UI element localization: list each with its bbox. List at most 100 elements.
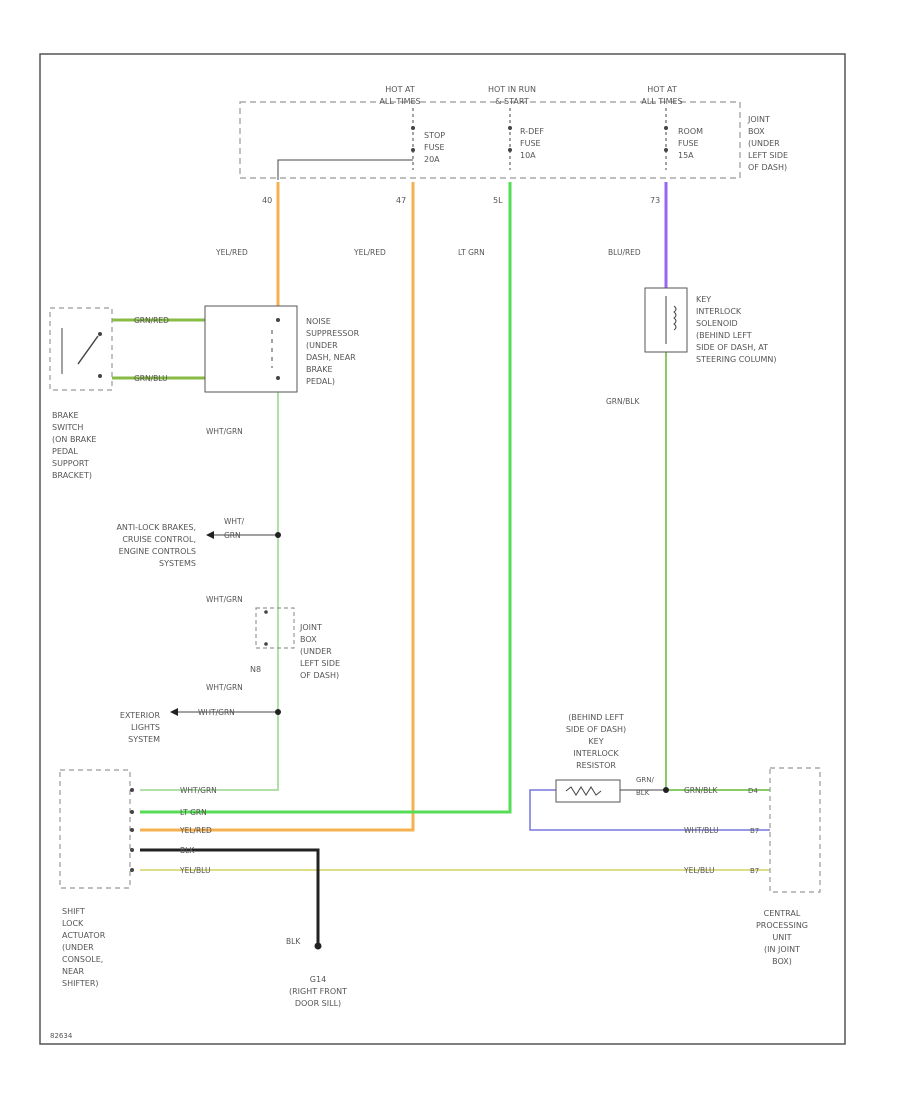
svg-text:GRN/: GRN/: [636, 776, 655, 784]
figure-id: 82634: [50, 1032, 73, 1040]
brake-switch: BRAKE SWITCH (ON BRAKE PEDAL SUPPORT BRA…: [49, 307, 113, 480]
svg-text:LIGHTS: LIGHTS: [131, 723, 160, 732]
svg-text:NOISE: NOISE: [306, 317, 331, 326]
svg-text:ACTUATOR: ACTUATOR: [62, 931, 106, 940]
wire-yel-red-47: [140, 182, 415, 832]
label-grn-red: GRN/RED: [134, 316, 169, 325]
svg-text:PEDAL: PEDAL: [52, 447, 78, 456]
svg-text:BRAKE: BRAKE: [306, 365, 333, 374]
svg-text:UNIT: UNIT: [772, 933, 791, 942]
svg-text:(ON BRAKE: (ON BRAKE: [52, 435, 96, 444]
svg-text:& START: & START: [495, 97, 529, 106]
svg-text:SIDE OF DASH, AT: SIDE OF DASH, AT: [696, 343, 768, 352]
shift-lock-actuator: WHT/GRN LT GRN YEL/RED BLK YEL/BLU SHIFT…: [59, 769, 217, 988]
key-interlock-solenoid: KEY INTERLOCK SOLENOID (BEHIND LEFT SIDE…: [644, 287, 777, 364]
svg-text:YEL/BLU: YEL/BLU: [683, 866, 714, 875]
svg-text:LT GRN: LT GRN: [180, 808, 207, 817]
label-wht-grn: WHT/GRN: [206, 427, 243, 436]
svg-text:(UNDER: (UNDER: [62, 943, 94, 952]
fuse-rdef: HOT IN RUN & START R-DEF FUSE 10A: [488, 85, 544, 170]
wire-wht-grn-main: [140, 392, 279, 791]
fuse-stop: HOT AT ALL TIMES STOP FUSE 20A: [379, 85, 445, 170]
svg-text:N8: N8: [250, 665, 261, 674]
exterior-lights-branch: WHT/GRN EXTERIOR LIGHTS SYSTEM: [120, 708, 281, 744]
svg-text:R-DEF: R-DEF: [520, 127, 544, 136]
label-yel-red-1: YEL/RED: [215, 248, 248, 257]
svg-text:YEL/RED: YEL/RED: [179, 826, 212, 835]
wire-wht-blu: [529, 789, 770, 831]
svg-text:(UNDER: (UNDER: [306, 341, 338, 350]
svg-text:GRN: GRN: [224, 531, 241, 540]
label-lt-grn: LT GRN: [458, 248, 485, 257]
joint-box-mid: JOINT BOX (UNDER LEFT SIDE OF DASH) N8: [250, 607, 340, 680]
svg-text:ENGINE CONTROLS: ENGINE CONTROLS: [119, 547, 196, 556]
joint-box-top: [239, 101, 741, 179]
svg-text:OF DASH): OF DASH): [300, 671, 339, 680]
svg-text:STOP: STOP: [424, 131, 445, 140]
antilock-branch: WHT/ GRN ANTI-LOCK BRAKES, CRUISE CONTRO…: [116, 517, 281, 568]
svg-text:YEL/BLU: YEL/BLU: [179, 866, 210, 875]
svg-text:PROCESSING: PROCESSING: [756, 921, 808, 930]
noise-suppressor: NOISE SUPPRESSOR (UNDER DASH, NEAR BRAKE…: [204, 305, 360, 393]
wire-blk: [140, 848, 320, 946]
svg-text:FUSE: FUSE: [678, 139, 699, 148]
svg-text:SIDE OF DASH): SIDE OF DASH): [566, 725, 626, 734]
svg-text:NEAR: NEAR: [62, 967, 85, 976]
svg-text:20A: 20A: [424, 155, 440, 164]
label-grn-blk: GRN/BLK: [606, 397, 640, 406]
svg-text:(BEHIND LEFT: (BEHIND LEFT: [696, 331, 752, 340]
svg-text:GRN/BLK: GRN/BLK: [684, 786, 718, 795]
key-interlock-resistor: (BEHIND LEFT SIDE OF DASH) KEY INTERLOCK…: [555, 713, 669, 803]
svg-text:ANTI-LOCK BRAKES,: ANTI-LOCK BRAKES,: [116, 523, 196, 532]
svg-text:(UNDER: (UNDER: [748, 139, 780, 148]
svg-text:KEY: KEY: [696, 295, 711, 304]
svg-text:LOCK: LOCK: [62, 919, 84, 928]
svg-text:FUSE: FUSE: [520, 139, 541, 148]
svg-text:SHIFTER): SHIFTER): [62, 979, 99, 988]
svg-text:15A: 15A: [678, 151, 694, 160]
svg-text:SUPPORT: SUPPORT: [52, 459, 89, 468]
svg-text:ALL TIMES: ALL TIMES: [379, 97, 420, 106]
svg-text:BOX): BOX): [772, 957, 792, 966]
svg-text:LEFT SIDE: LEFT SIDE: [748, 151, 788, 160]
svg-text:PEDAL): PEDAL): [306, 377, 335, 386]
central-processing-unit: GRN/BLK WHT/BLU YEL/BLU D4 B7 B7 CENTRAL…: [683, 767, 821, 966]
svg-text:HOT IN RUN: HOT IN RUN: [488, 85, 536, 94]
svg-text:SOLENOID: SOLENOID: [696, 319, 738, 328]
svg-text:WHT/GRN: WHT/GRN: [198, 708, 235, 717]
ground-g14: BLK G14 (RIGHT FRONT DOOR SILL): [286, 937, 347, 1008]
circuit-47: 47: [396, 196, 406, 205]
circuit-40: 40: [262, 196, 272, 205]
svg-text:SUPPRESSOR: SUPPRESSOR: [306, 329, 360, 338]
svg-text:EXTERIOR: EXTERIOR: [120, 711, 161, 720]
svg-text:WHT/GRN: WHT/GRN: [180, 786, 217, 795]
svg-text:STEERING COLUMN): STEERING COLUMN): [696, 355, 777, 364]
circuit-73: 73: [650, 196, 660, 205]
svg-text:WHT/BLU: WHT/BLU: [684, 826, 719, 835]
svg-text:DOOR SILL): DOOR SILL): [295, 999, 341, 1008]
diagram-frame: [39, 53, 846, 1045]
svg-text:ROOM: ROOM: [678, 127, 703, 136]
svg-text:ALL TIMES: ALL TIMES: [641, 97, 682, 106]
svg-text:SWITCH: SWITCH: [52, 423, 83, 432]
svg-text:(UNDER: (UNDER: [300, 647, 332, 656]
svg-text:OF DASH): OF DASH): [748, 163, 787, 172]
svg-text:BLK: BLK: [286, 937, 301, 946]
circuit-5l: 5L: [493, 196, 503, 205]
label-wht-grn-2: WHT/GRN: [206, 595, 243, 604]
label-blu-red: BLU/RED: [608, 248, 641, 257]
svg-text:JOINT: JOINT: [747, 115, 770, 124]
svg-text:B7: B7: [750, 867, 759, 875]
label-yel-red-2: YEL/RED: [353, 248, 386, 257]
svg-text:D4: D4: [748, 787, 758, 795]
svg-text:(BEHIND LEFT: (BEHIND LEFT: [568, 713, 624, 722]
svg-text:WHT/: WHT/: [224, 517, 245, 526]
svg-text:(IN JOINT: (IN JOINT: [764, 945, 800, 954]
svg-text:BLK: BLK: [636, 789, 650, 797]
label-wht-grn-3: WHT/GRN: [206, 683, 243, 692]
fuse-room: HOT AT ALL TIMES ROOM FUSE 15A: [641, 85, 703, 170]
svg-text:BRAKE: BRAKE: [52, 411, 79, 420]
svg-text:(RIGHT FRONT: (RIGHT FRONT: [289, 987, 347, 996]
svg-text:CONSOLE,: CONSOLE,: [62, 955, 103, 964]
